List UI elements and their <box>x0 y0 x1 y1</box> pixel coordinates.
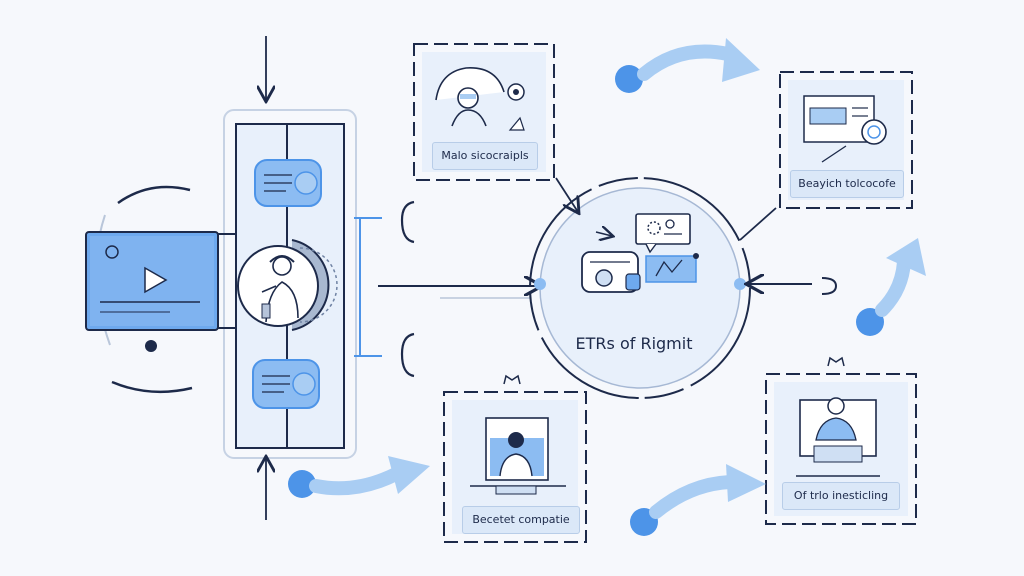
source-panel <box>218 36 357 520</box>
card-frame <box>413 43 555 181</box>
monitor-user-icon <box>470 417 566 495</box>
card-frame <box>443 391 587 543</box>
dashboard-icon <box>803 95 887 163</box>
signal-arc-top-outer <box>117 185 191 205</box>
flow-arrow-top <box>615 38 760 93</box>
chart-card-icon <box>645 253 699 283</box>
label-top-middle: Malo sicoсraipls <box>432 142 538 170</box>
record-dot-icon <box>145 340 157 352</box>
bracket-connector <box>354 200 415 378</box>
headset-user-icon <box>435 67 525 131</box>
hub-port-right <box>734 278 746 290</box>
presenter-icon <box>796 397 880 477</box>
label-bottom-right: Of trlo inesticling <box>782 482 900 510</box>
channel-avatar-icon <box>105 245 119 259</box>
card-tab-mark <box>503 374 521 385</box>
signal-arc-bottom <box>111 380 193 394</box>
document-pill-bottom[interactable] <box>252 359 320 409</box>
document-pill-top[interactable] <box>254 159 322 207</box>
flow-arrow-right <box>856 238 926 336</box>
label-bottom-middle: Becetet compatie <box>462 506 580 534</box>
label-top-right: Beayich tolcocofe <box>790 170 904 198</box>
line-hub-to-top-right <box>739 207 777 241</box>
arrow-card-to-hub <box>555 177 578 212</box>
video-player <box>85 185 219 394</box>
gear-chat-icon <box>635 213 691 254</box>
card-frame <box>765 373 917 525</box>
card-frame <box>779 71 913 209</box>
hub-port-left <box>534 278 546 290</box>
center-hub-label: EТRs of Rigmit <box>575 334 693 353</box>
user-avatar <box>237 239 338 331</box>
card-tab-mark <box>827 356 845 367</box>
projector-icon <box>581 251 641 293</box>
play-icon[interactable] <box>144 266 168 294</box>
link-icon-right <box>821 277 838 295</box>
flow-arrow-bottom-left <box>288 456 430 498</box>
center-hub <box>529 177 751 399</box>
panel-outer-frame <box>223 109 357 459</box>
flow-arrow-bottom-right <box>630 464 766 536</box>
hub-inner-arrow <box>595 232 612 236</box>
